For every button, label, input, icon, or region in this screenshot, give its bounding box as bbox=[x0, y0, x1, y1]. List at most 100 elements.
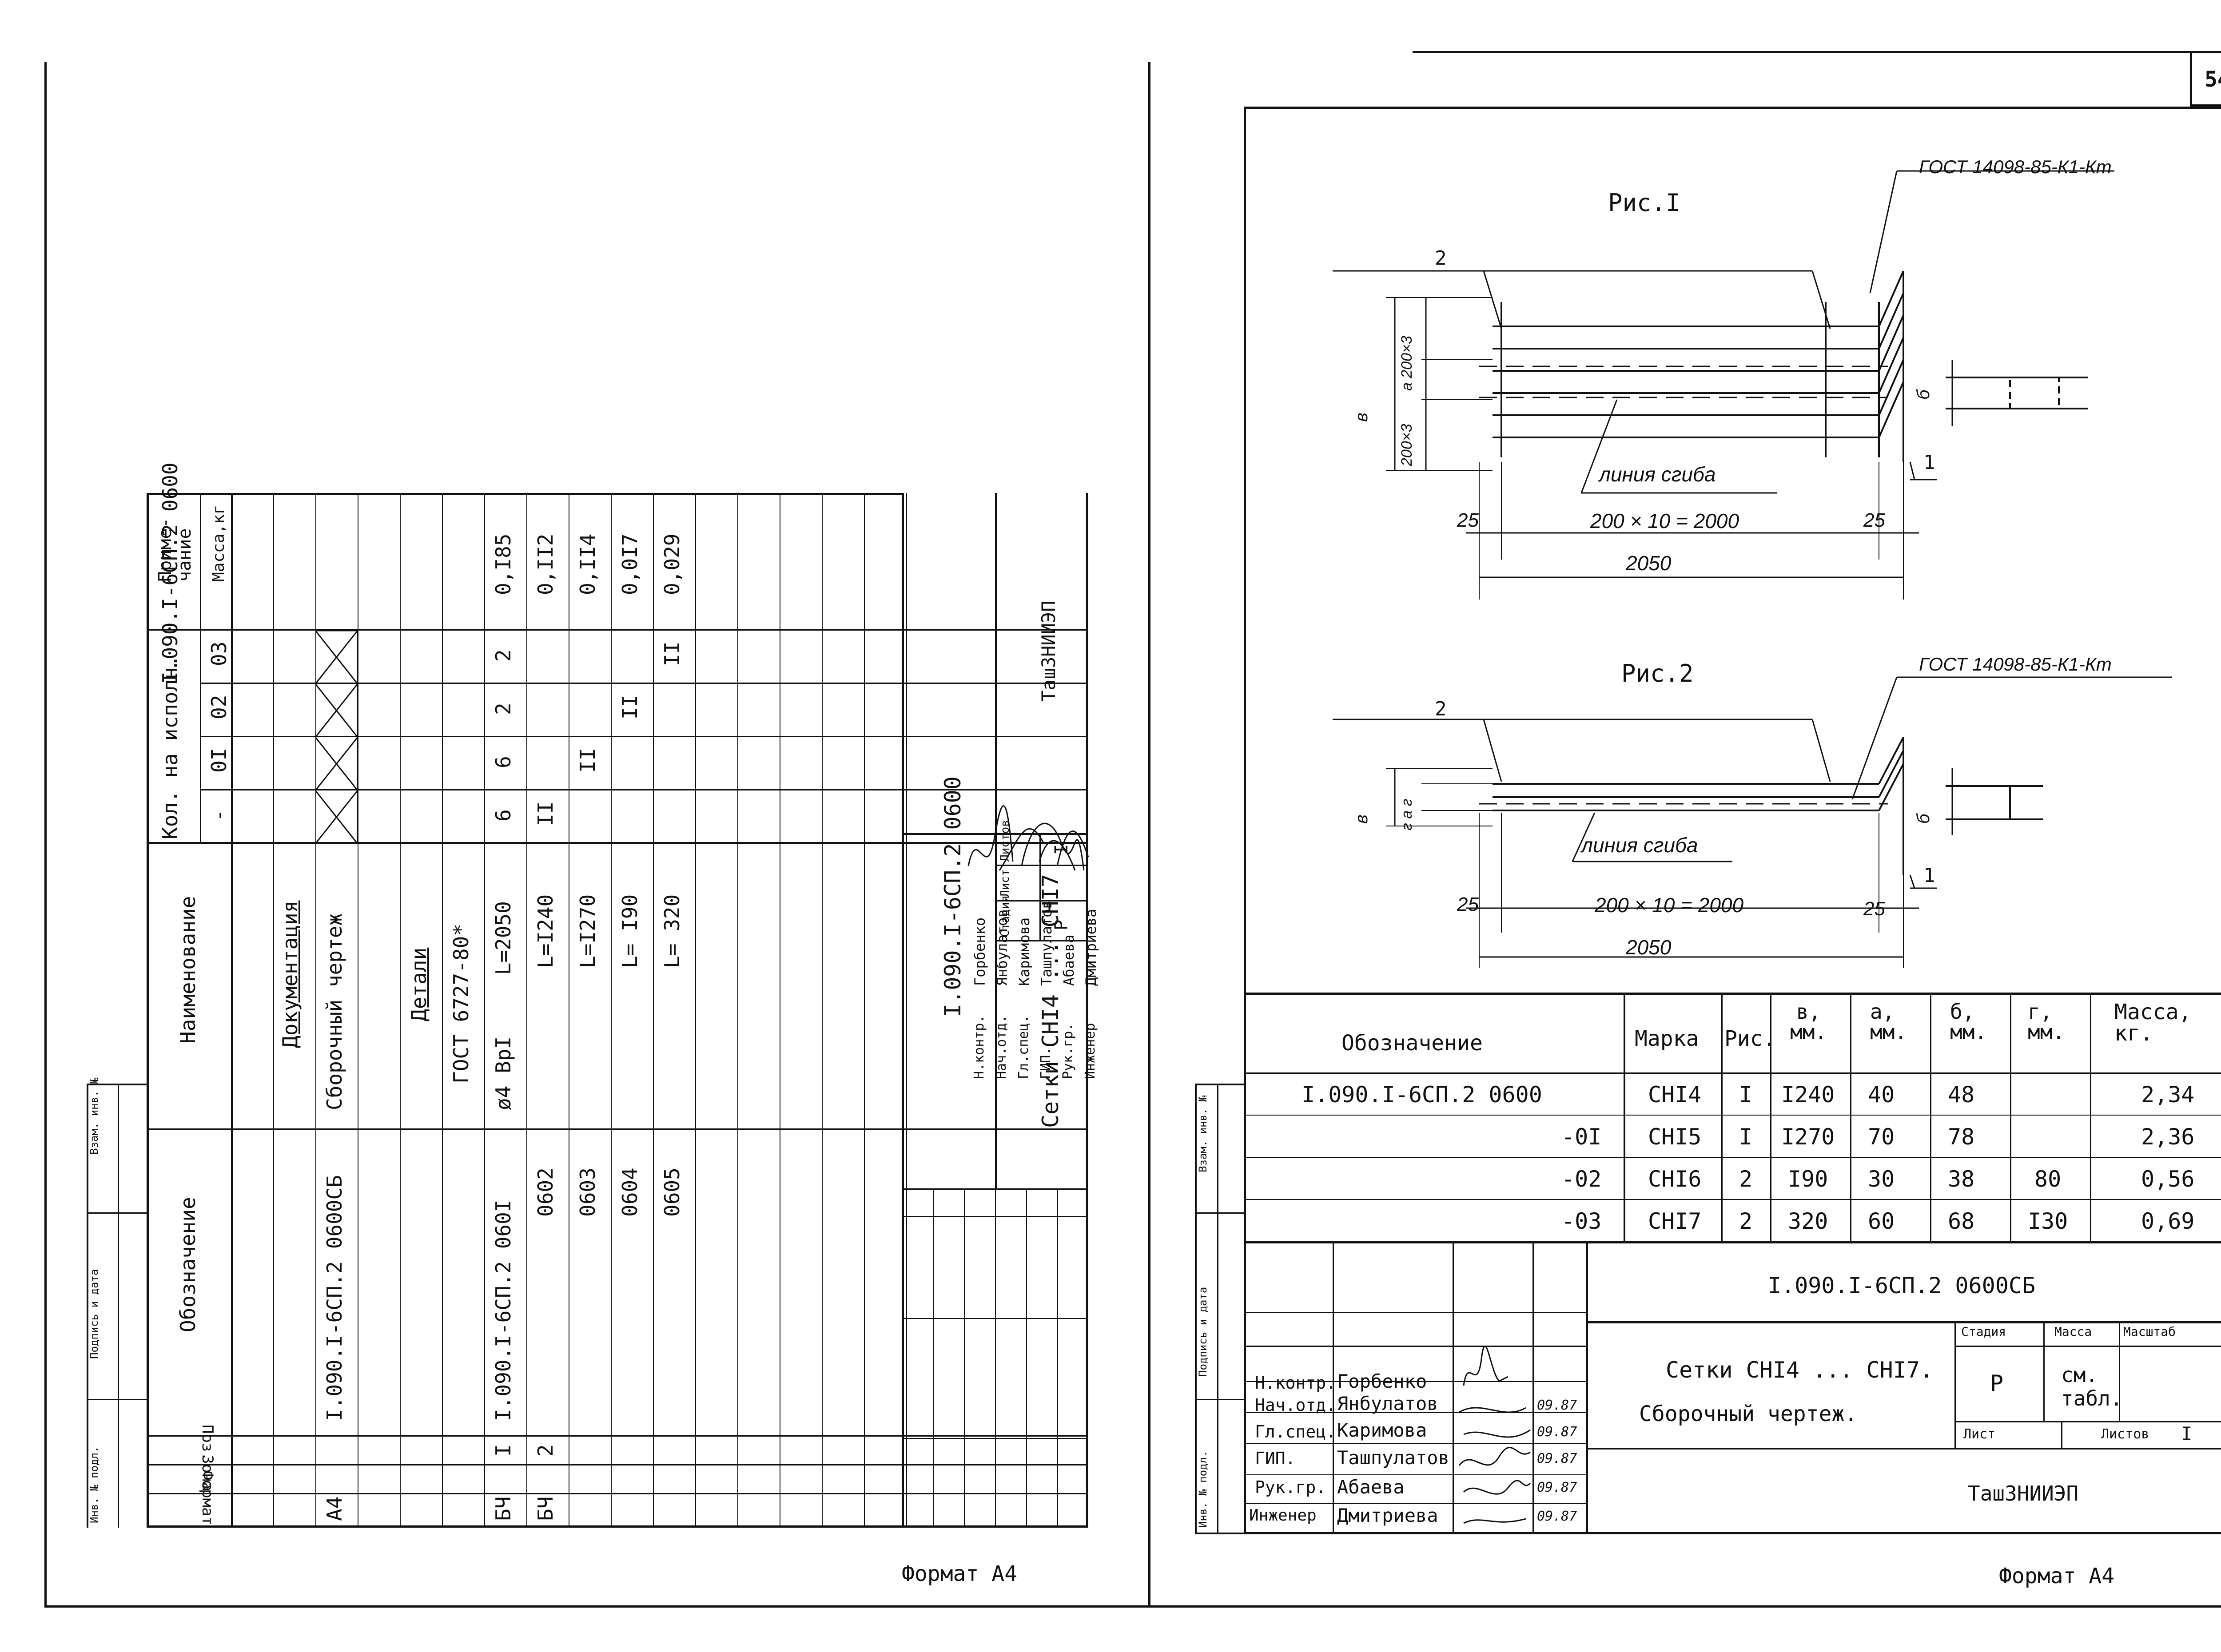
left-sheet-left-edge bbox=[44, 62, 47, 1608]
item1-q2: 2 bbox=[491, 703, 515, 715]
fig2-pos2: 2 bbox=[1435, 698, 1447, 720]
tb-h2 bbox=[1586, 1448, 2221, 1449]
tr1-b: 48 bbox=[1948, 1082, 1975, 1108]
tr4-b: 68 bbox=[1948, 1208, 1975, 1234]
left-person-role: Н.контр. bbox=[971, 1015, 987, 1080]
item1-q0: 6 bbox=[491, 809, 515, 822]
left-person-name: Абаева bbox=[1060, 934, 1077, 986]
tb-date: 09.87 bbox=[1537, 1480, 1577, 1495]
stamp-stadia: Р bbox=[1051, 919, 1072, 930]
tb-people-line bbox=[1244, 1503, 1586, 1504]
left-person-name: Ташпулатов bbox=[1038, 900, 1055, 986]
table-row-line bbox=[1244, 1157, 2221, 1158]
fig1-a-label: а 200×3 bbox=[1398, 336, 1415, 391]
hdr-oboznachenie: Обозначение bbox=[176, 1197, 200, 1332]
tb-v1 bbox=[1954, 1321, 1956, 1448]
fig2-a-label: г а г bbox=[1398, 798, 1415, 830]
tr1-ris: I bbox=[1739, 1082, 1753, 1108]
right-format-label: Формат А4 bbox=[1999, 1564, 2115, 1588]
tb-people-col bbox=[1532, 1241, 1534, 1534]
table-row-line bbox=[1244, 1199, 2221, 1200]
sheets-divider bbox=[1148, 62, 1150, 1608]
hdr-var1: 0I bbox=[207, 748, 231, 773]
fig2-drawing bbox=[1333, 676, 2172, 968]
table-col bbox=[2010, 993, 2011, 1241]
left-person-role: Рук.гр. bbox=[1060, 1023, 1076, 1079]
tb-signatures bbox=[1458, 1346, 1531, 1524]
item3-oboz: 0603 bbox=[576, 1168, 600, 1217]
row-line bbox=[526, 493, 527, 1528]
th-oboznachenie: Обозначение bbox=[1341, 1031, 1483, 1056]
tr1-marka: СНI4 bbox=[1648, 1082, 1702, 1108]
people-col bbox=[902, 1438, 1088, 1439]
item1-q3: 2 bbox=[491, 649, 515, 662]
page-number-box bbox=[2190, 51, 2221, 107]
left-margin-div1 bbox=[87, 1212, 149, 1214]
fig1-dim-top: 200 × 10 = 2000 bbox=[1590, 509, 1739, 532]
table-col bbox=[1850, 993, 1851, 1241]
doc-format: А4 bbox=[322, 1496, 346, 1521]
left-person-role: Инженер bbox=[1083, 1023, 1098, 1079]
fig2-pos1: 1 bbox=[1923, 864, 1935, 887]
right-margin-top bbox=[1195, 1084, 1244, 1085]
fig1-gost: ГОСТ 14098-85-К1-Кт bbox=[1919, 156, 2112, 177]
fig2-dim-left: 25 bbox=[1457, 894, 1479, 915]
tb-role: Н.контр. bbox=[1255, 1373, 1337, 1393]
tr4-ris: 2 bbox=[1739, 1208, 1753, 1234]
tr1-a: 40 bbox=[1868, 1082, 1895, 1108]
tr3-g: 80 bbox=[2034, 1166, 2062, 1192]
tr1-oboz: I.090.I-6СП.2 0600 bbox=[1302, 1082, 1542, 1108]
tb-people-line bbox=[1244, 1346, 1586, 1347]
left-margin-label-inv: Инв. № подл. bbox=[88, 1446, 100, 1523]
tr3-oboz: -02 bbox=[1561, 1166, 1602, 1192]
fig1-drawing bbox=[1333, 170, 2114, 600]
item2-mass: 0,II2 bbox=[533, 533, 557, 595]
details-gost: ГОСТ 6727-80* bbox=[449, 923, 473, 1084]
table-col bbox=[1721, 993, 1723, 1241]
left-margin-label-vzam: Взам. инв. № bbox=[88, 1077, 100, 1155]
item1-q1: 6 bbox=[491, 756, 515, 768]
tb-org: ТашЗНИИЭП bbox=[1968, 1481, 2079, 1505]
col-v3 bbox=[147, 629, 1088, 631]
left-person-role: ГИП. bbox=[1038, 1047, 1054, 1079]
tb-name: Ташпулатов bbox=[1337, 1447, 1449, 1469]
sheets-bottom-edge bbox=[44, 1605, 2221, 1608]
tb-h1 bbox=[1586, 1321, 2221, 1323]
fig2-title: Рис.2 bbox=[1621, 659, 1694, 687]
tb-role: Рук.гр. bbox=[1255, 1477, 1326, 1497]
col-poz bbox=[147, 1435, 1088, 1437]
th-a: а, мм. bbox=[1870, 1000, 1907, 1044]
tr4-g: I30 bbox=[2028, 1208, 2068, 1234]
tb-subtitle: Сборочный чертеж. bbox=[1639, 1402, 1858, 1426]
fig1-title: Рис.I bbox=[1608, 189, 1680, 217]
fig1-dim-left: 25 bbox=[1457, 509, 1479, 531]
spec-frame-b bbox=[1086, 493, 1088, 1528]
kol-sub-line2 bbox=[200, 493, 201, 631]
left-person-role: Гл.спец. bbox=[1016, 1015, 1031, 1080]
tr3-a: 30 bbox=[1868, 1166, 1895, 1192]
tr2-massa: 2,36 bbox=[2141, 1124, 2195, 1150]
tb-date: 09.87 bbox=[1537, 1398, 1577, 1413]
fig2-dim-top: 200 × 10 = 2000 bbox=[1595, 894, 1744, 917]
fig1-v: в bbox=[1352, 413, 1371, 422]
item1-oboz: I.090.I-6СП.2 060I bbox=[491, 1199, 515, 1422]
section-documentation: Документация bbox=[278, 900, 302, 1048]
left-margin-label-podpis: Подпись и дата bbox=[88, 1269, 100, 1359]
fig1-bend: линия сгиба bbox=[1599, 463, 1716, 486]
left-signatures bbox=[967, 805, 1089, 871]
item4-name: L= I90 bbox=[618, 894, 642, 968]
spec-frame-c bbox=[147, 1525, 1088, 1528]
tb-v3 bbox=[2119, 1321, 2120, 1421]
fig1-b-small: б bbox=[1914, 389, 1933, 400]
tb-v4 bbox=[2061, 1421, 2062, 1448]
th-v: в, мм. bbox=[1790, 1000, 1827, 1044]
col-oboz bbox=[147, 1128, 1088, 1130]
people-line bbox=[964, 1190, 965, 1528]
fig2-b-small: б bbox=[1914, 814, 1933, 824]
row-line bbox=[906, 493, 907, 1528]
tr4-marka: СНI7 bbox=[1648, 1208, 1702, 1234]
tb-people-col bbox=[1333, 1241, 1334, 1534]
item3-name: L=I270 bbox=[576, 894, 600, 968]
tb-h-stadia bbox=[1954, 1346, 2221, 1347]
left-person-name: Янбулатов bbox=[994, 909, 1011, 986]
